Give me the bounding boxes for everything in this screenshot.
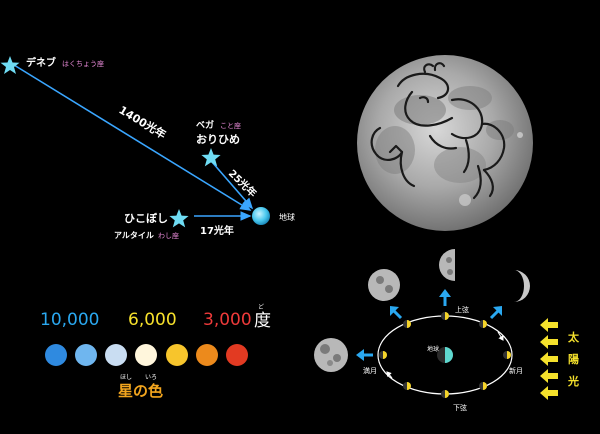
phase-half-moon-icon (439, 249, 455, 281)
altair-alias: アルタイル (114, 230, 154, 240)
star-swatch-4 (135, 344, 157, 366)
vega-name: ベガ (196, 119, 214, 131)
deneb-name: デネブ (26, 56, 56, 69)
vega-constellation: こと座 (220, 121, 241, 130)
moon-picture (357, 55, 533, 231)
deneb-arrow (13, 64, 252, 211)
title-ruby-iro: いろ (145, 374, 157, 381)
orbit-moons (379, 312, 511, 398)
orbit-earth-label: 地球 (427, 345, 439, 353)
phase-full-moon-icon (314, 338, 348, 372)
label-new-moon: 新月 (509, 366, 523, 375)
star-swatch-7 (226, 344, 248, 366)
vega-arrow (211, 161, 254, 210)
deneb-distance: 1400光年 (116, 103, 168, 142)
star-swatch-1 (45, 344, 67, 366)
earth-label: 地球 (279, 212, 295, 222)
temp-unit-ruby: ど (258, 303, 264, 311)
label-first-quarter: 上弦 (455, 305, 469, 314)
altair-distance: 17光年 (200, 224, 234, 237)
star-color-chart: 10,000 6,000 3,000 度 ど ほし いろ 星の色 (40, 303, 271, 400)
star-swatch-3 (105, 344, 127, 366)
crab-outline (370, 62, 506, 200)
distance-diagram: デネブ はくちょう座 1400光年 ベガ こと座 おりひめ 25光年 ひこぼし … (0, 56, 295, 240)
sunlight-label-3: 光 (567, 374, 579, 388)
vega-star-icon (201, 148, 221, 167)
temp-value-hot: 10,000 (40, 310, 99, 330)
sunlight-label-2: 陽 (568, 352, 579, 366)
moon-phase-diagram: 地球 上弦 新月 下弦 満月 (314, 249, 580, 412)
star-swatch-5 (166, 344, 188, 366)
earth-icon (252, 207, 270, 225)
altair-star-icon (169, 209, 189, 228)
sunlight-arrows: 太 陽 光 (540, 318, 580, 400)
phase-crescent-icon (514, 270, 530, 302)
star-swatch-6 (196, 344, 218, 366)
temp-value-mid: 6,000 (128, 310, 177, 330)
label-full-moon: 満月 (363, 367, 377, 375)
temp-value-cool: 3,000 (203, 310, 252, 330)
phase-arrows (356, 289, 502, 361)
sunlight-label-1: 太 (567, 330, 580, 344)
star-swatch-2 (75, 344, 97, 366)
label-last-quarter: 下弦 (453, 403, 467, 412)
title-ruby-hoshi: ほし (120, 374, 132, 381)
vega-nickname: おりひめ (196, 133, 240, 146)
altair-name: ひこぼし (124, 212, 168, 225)
star-color-title: 星の色 (118, 382, 163, 400)
altair-constellation: わし座 (158, 231, 179, 240)
phase-gibbous-icon (368, 269, 400, 301)
deneb-constellation: はくちょう座 (62, 59, 104, 68)
deneb-star-icon (0, 56, 20, 74)
temp-unit: 度 (254, 311, 271, 331)
